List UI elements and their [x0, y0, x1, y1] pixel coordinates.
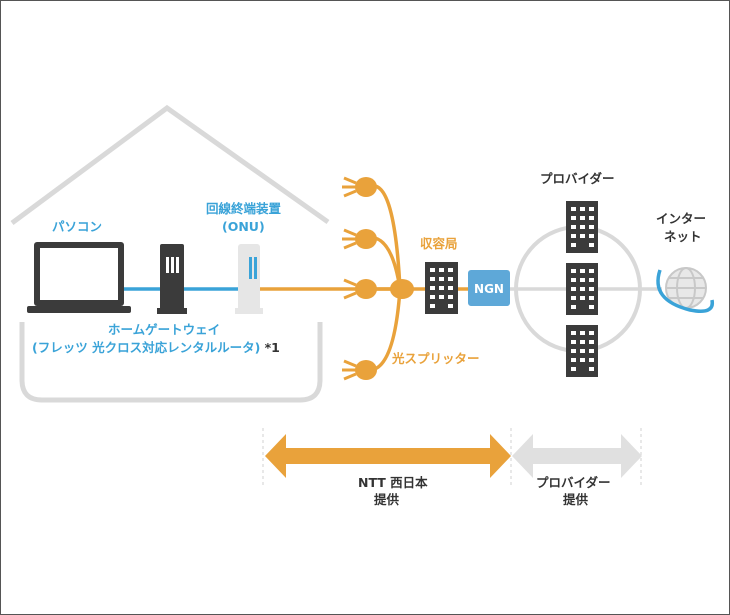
- router-icon: [157, 244, 187, 314]
- laptop-icon: [27, 242, 131, 313]
- ngn-label: NGN: [474, 282, 504, 296]
- onu-icon: [235, 244, 263, 314]
- hgw-label-line2-wrap: (フレッツ 光クロス対応レンタルルータ) *1: [32, 339, 280, 356]
- internet-label-line2: ネット: [664, 229, 702, 244]
- ntt-range-label-line1: NTT 西日本: [358, 475, 428, 490]
- onu-label-line1: 回線終端装置: [206, 201, 282, 216]
- splitter-branches: [374, 184, 402, 371]
- ntt-range-label-line2: 提供: [374, 492, 400, 507]
- ntt-range-arrow: [265, 434, 511, 478]
- hgw-label-line1: ホームゲートウェイ: [108, 322, 221, 337]
- splitter-label: 光スプリッター: [392, 351, 480, 366]
- ngn-box: [468, 270, 510, 306]
- shuyokyoku-label: 収容局: [420, 236, 458, 251]
- provider-range-label-line2: 提供: [563, 492, 589, 507]
- splitter-node-icon: [342, 176, 414, 381]
- range-separators: [262, 428, 642, 488]
- pc-label: パソコン: [52, 219, 103, 234]
- hgw-note: *1: [264, 340, 280, 355]
- hgw-label-line2: (フレッツ 光クロス対応レンタルルータ): [32, 340, 261, 355]
- house-roof: [10, 104, 330, 226]
- provider-range-arrow: [512, 434, 642, 478]
- building-icon: [425, 262, 458, 314]
- house-floor: [19, 322, 323, 403]
- globe-icon: [656, 267, 715, 313]
- onu-label-line2: (ONU): [222, 219, 265, 234]
- provider-label: プロバイダー: [540, 171, 615, 186]
- provider-range-label-line1: プロバイダー: [536, 475, 611, 490]
- provider-building-icon: [566, 201, 598, 377]
- splitter-hub: [390, 279, 414, 299]
- internet-label-line1: インター: [656, 211, 707, 226]
